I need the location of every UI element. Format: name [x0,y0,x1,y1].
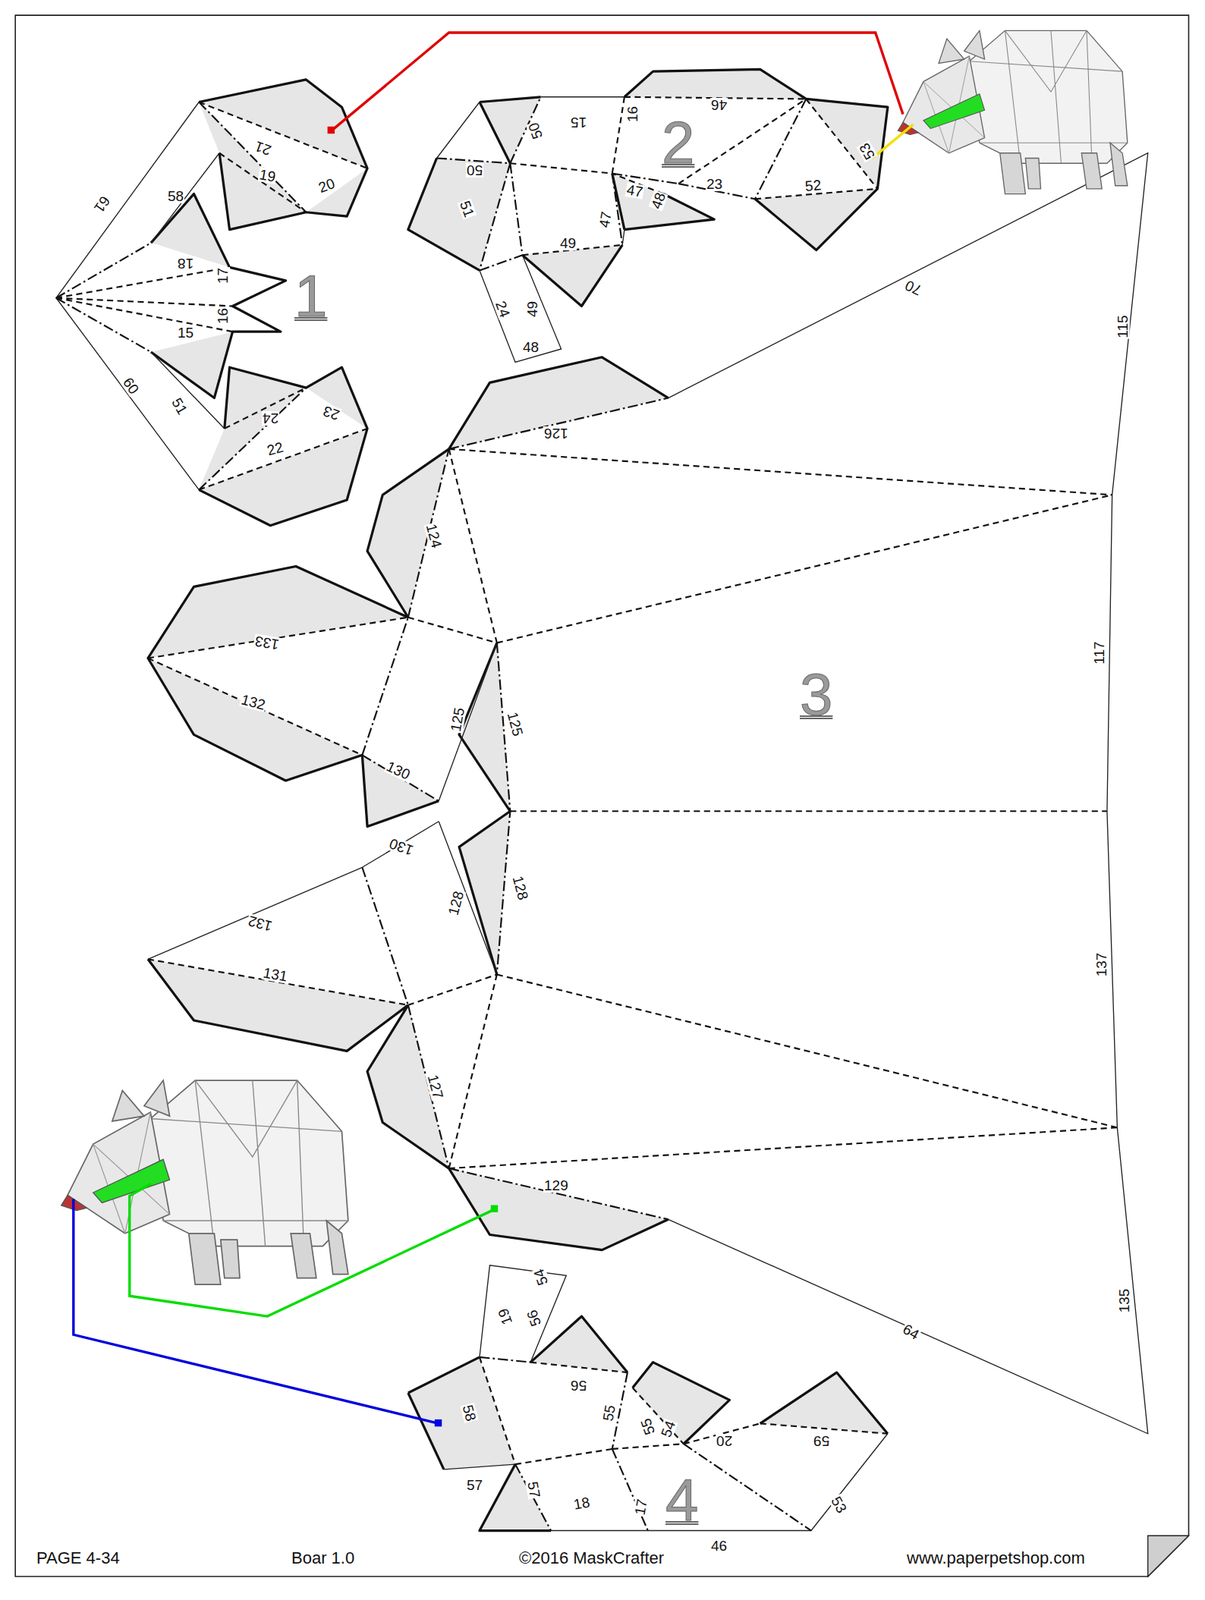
page-frame [15,15,1189,1577]
part-number: 15 [569,115,588,130]
part-number: 24 [261,411,280,426]
part-number: 58 [166,188,185,204]
thin-cut-line [56,102,225,491]
part-number: 126 [543,426,570,441]
leader-line [129,1183,495,1317]
page-border [15,15,1189,1577]
mountain-fold [361,398,668,1221]
part-number: 55 [600,1403,618,1423]
part-number: 59 [812,1434,831,1449]
boar-illustration [897,30,1128,194]
valley-fold [479,1357,888,1465]
part-number: 50 [465,163,484,178]
mountain-fold [436,97,806,271]
part-number: 20 [715,1434,734,1449]
cut-line [408,69,888,306]
piece-number: 1 [293,266,328,326]
part-number: 115 [1115,314,1130,339]
piece-4 [408,1265,888,1532]
part-number: 19 [257,166,278,185]
piece-face [479,1265,888,1532]
mountain-fold [56,102,306,491]
part-number: 49 [559,235,577,251]
part-number: 52 [803,177,823,194]
part-number: 49 [525,300,540,318]
part-number: 135 [1116,1288,1132,1315]
part-number: 47 [596,209,614,230]
part-number: 17 [632,1497,650,1517]
footer-text: PAGE 4-34 [35,1550,121,1567]
piece-number: 4 [664,1470,699,1530]
footer-text: Boar 1.0 [290,1550,356,1567]
part-number: 18 [176,256,195,271]
part-number: 58 [459,1403,479,1424]
part-number: 129 [543,1178,570,1193]
part-number: 137 [1094,952,1109,979]
leader-dot [490,1205,498,1212]
part-number: 57 [465,1478,484,1493]
part-number: 46 [710,1538,728,1554]
leader-line [331,32,903,131]
part-number: 17 [215,267,230,285]
page-curl [1148,1535,1190,1577]
piece-2 [408,69,888,362]
piece-number: 2 [660,113,696,173]
part-number: 48 [522,339,540,355]
valley-fold [147,449,1117,1169]
part-number: 57 [525,1479,543,1500]
part-number: 117 [1091,640,1107,665]
valley-fold [509,97,878,255]
footer-text: www.paperpetshop.com [906,1550,1086,1567]
part-number: 16 [215,307,230,325]
leader-dot [434,1419,442,1427]
cut-line [151,79,368,526]
leader-line [872,124,914,158]
part-number: 56 [569,1378,588,1394]
valley-fold [56,102,368,491]
piece-number: 3 [799,664,834,724]
part-number: 23 [705,176,724,192]
part-number: 15 [176,325,195,340]
leader-line [73,1198,439,1424]
piece-face [56,102,368,491]
mountain-fold [479,1357,812,1532]
thin-cut-line [436,97,624,363]
piece-face [361,153,1148,1435]
part-number: 46 [710,97,728,113]
piece-face [479,97,878,363]
part-number: 16 [625,105,640,123]
boar-illustration [61,1080,349,1285]
footer-text: ©2016 MaskCrafter [518,1550,665,1567]
leader-dot [327,126,335,134]
part-number: 47 [625,182,645,200]
piece-1 [56,79,368,526]
part-number: 18 [572,1494,592,1513]
thin-cut-line [443,1265,888,1532]
